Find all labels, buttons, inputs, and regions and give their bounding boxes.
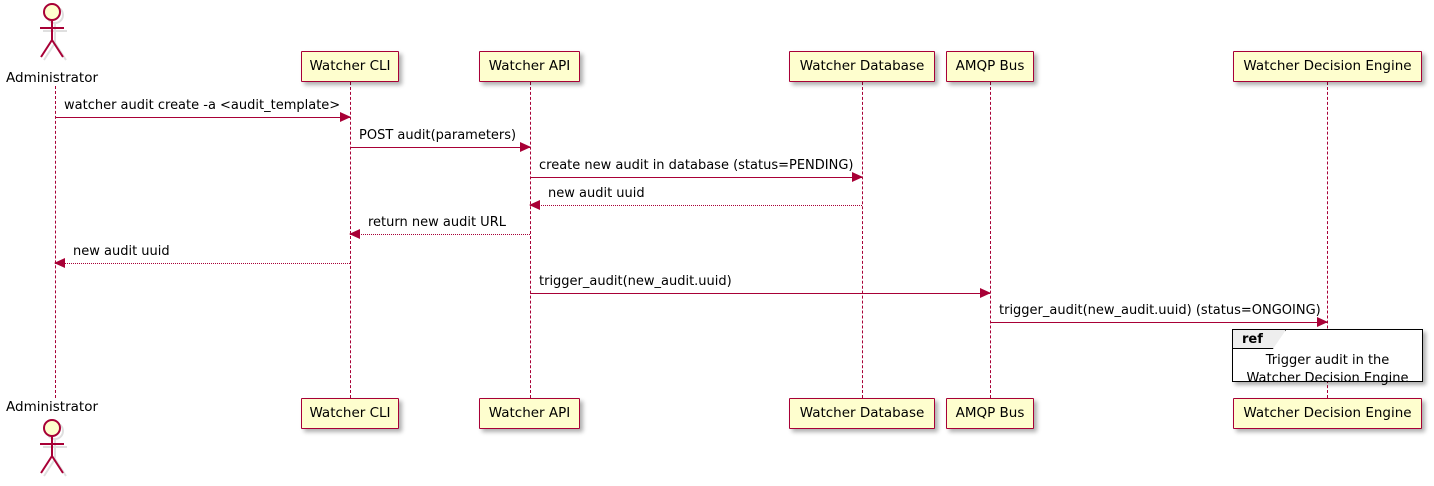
participant-watcher-database-bottom[interactable]: Watcher Database [789, 398, 935, 429]
lifeline-watcher-database [862, 82, 863, 398]
message-label: trigger_audit(new_audit.uuid) (status=ON… [999, 302, 1321, 318]
participant-watcher-cli-bottom[interactable]: Watcher CLI [301, 398, 399, 429]
arrowhead-right-icon [980, 288, 991, 298]
lifeline-amqp-bus [990, 82, 991, 398]
participant-watcher-decision-engine-top[interactable]: Watcher Decision Engine [1233, 51, 1422, 82]
message-label: new audit uuid [548, 185, 645, 201]
message-line [530, 205, 862, 206]
message-line [350, 234, 530, 235]
participant-label: Watcher Database [799, 57, 925, 74]
participant-watcher-api-bottom[interactable]: Watcher API [479, 398, 580, 429]
message-label: return new audit URL [368, 214, 506, 230]
message-label: new audit uuid [73, 243, 170, 259]
participant-watcher-api-top[interactable]: Watcher API [479, 51, 580, 82]
message-label: trigger_audit(new_audit.uuid) [539, 273, 732, 289]
participant-label: Watcher Database [799, 404, 925, 421]
ref-fragment[interactable]: ref Trigger audit in the Watcher Decisio… [1232, 329, 1423, 386]
actor-administrator-bottom[interactable] [33, 418, 77, 480]
arrowhead-right-icon [520, 142, 531, 152]
participant-label: Watcher CLI [309, 57, 391, 74]
ref-fragment-line-2: Watcher Decision Engine [1246, 370, 1409, 386]
arrowhead-left-icon [529, 200, 540, 210]
arrowhead-left-icon [349, 229, 360, 239]
participant-label: AMQP Bus [955, 57, 1025, 74]
participant-label: Watcher Decision Engine [1243, 57, 1412, 74]
participant-label: AMQP Bus [955, 404, 1025, 421]
ref-fragment-line-1: Trigger audit in the [1265, 353, 1390, 368]
ref-fragment-body: Trigger audit in the Watcher Decision En… [1233, 352, 1422, 387]
message-line [55, 117, 350, 118]
arrowhead-right-icon [340, 112, 351, 122]
participant-watcher-cli-top[interactable]: Watcher CLI [301, 51, 399, 82]
ref-fragment-tab: ref [1233, 330, 1286, 349]
arrowhead-right-icon [1317, 317, 1328, 327]
lifeline-watcher-cli [350, 82, 351, 398]
message-label: create new audit in database (status=PEN… [539, 157, 854, 173]
message-line [530, 177, 862, 178]
lifeline-watcher-api [530, 82, 531, 398]
participant-label: Watcher API [488, 404, 571, 421]
message-line [350, 147, 530, 148]
arrowhead-left-icon [54, 258, 65, 268]
participant-label: Watcher CLI [309, 404, 391, 421]
message-line [990, 322, 1327, 323]
actor-label-administrator-bottom: Administrator [6, 399, 99, 415]
ref-fragment-tab-label: ref [1242, 331, 1263, 347]
message-line [55, 263, 350, 264]
participant-watcher-database-top[interactable]: Watcher Database [789, 51, 935, 82]
lifeline-watcher-decision-engine [1327, 82, 1328, 398]
participant-watcher-decision-engine-bottom[interactable]: Watcher Decision Engine [1233, 398, 1422, 429]
message-label: watcher audit create -a <audit_template> [64, 97, 341, 113]
message-line [530, 293, 990, 294]
lifeline-administrator [55, 86, 56, 398]
message-label: POST audit(parameters) [359, 127, 517, 143]
participant-amqp-bus-bottom[interactable]: AMQP Bus [946, 398, 1034, 429]
participant-amqp-bus-top[interactable]: AMQP Bus [946, 51, 1034, 82]
participant-label: Watcher Decision Engine [1243, 404, 1412, 421]
arrowhead-right-icon [852, 172, 863, 182]
participant-label: Watcher API [488, 57, 571, 74]
actor-label-administrator-top: Administrator [6, 70, 99, 86]
actor-administrator-top[interactable] [33, 2, 77, 64]
